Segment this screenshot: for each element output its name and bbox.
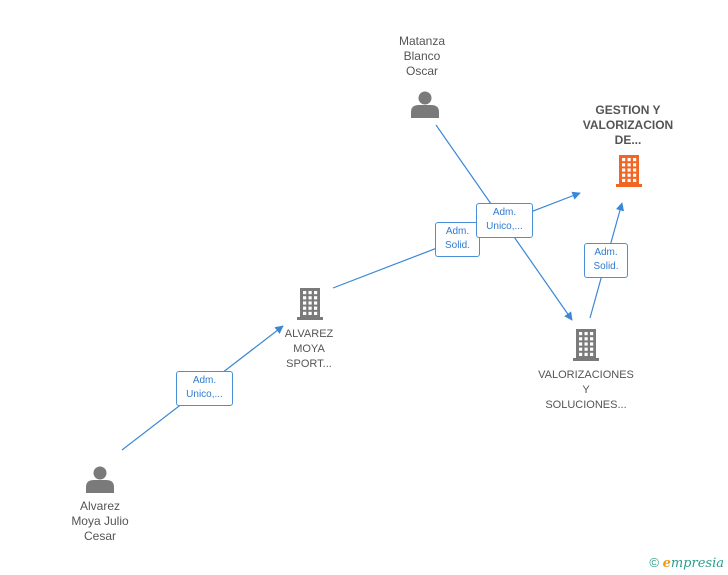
node-label-alvarez-julio[interactable]: Alvarez Moya Julio Cesar	[71, 499, 129, 543]
node-label-valorizaciones[interactable]: VALORIZACIONES Y SOLUCIONES...	[538, 369, 634, 411]
node-label-matanza[interactable]: Matanza Blanco Oscar	[398, 34, 446, 78]
footer-brand: © empresia	[649, 555, 724, 571]
building-icon-gestion[interactable]	[616, 155, 642, 187]
building-icon-alvarez_sport[interactable]	[297, 288, 323, 320]
building-icon-valorizaciones[interactable]	[573, 329, 599, 361]
edge-label-sport-gestion[interactable]: Adm. Solid.	[435, 222, 480, 257]
node-label-alvarez-sport[interactable]: ALVAREZ MOYA SPORT...	[284, 328, 334, 370]
person-icon-matanza[interactable]	[411, 91, 439, 119]
edge-label-matanza-valorizaciones[interactable]: Adm. Unico,...	[476, 203, 533, 238]
edge-label-julio-sport[interactable]: Adm. Unico,...	[176, 371, 233, 406]
brand-logo: empresia	[662, 556, 724, 571]
edge-label-valorizaciones-gestion[interactable]: Adm. Solid.	[584, 243, 628, 278]
node-label-gestion[interactable]: GESTION Y VALORIZACION DE...	[582, 103, 674, 147]
person-icon-alvarez_julio[interactable]	[86, 466, 114, 494]
copyright-symbol: ©	[649, 555, 659, 570]
